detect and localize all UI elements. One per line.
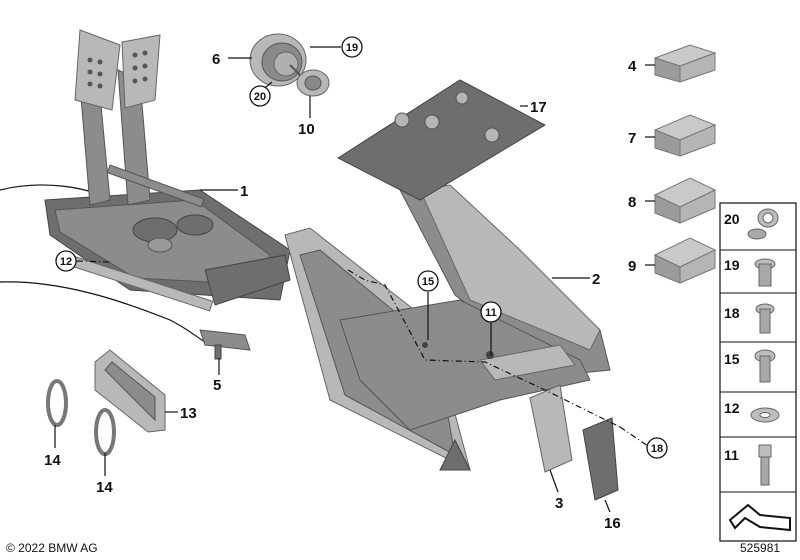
washer-icon [750, 407, 780, 423]
copyright-text: © 2022 BMW AG [6, 541, 98, 555]
callout-14b: 14 [96, 479, 113, 496]
callout-14a: 14 [44, 452, 61, 469]
callout-20: 20 [254, 91, 266, 103]
legend-20: 20 [724, 211, 740, 227]
bolt-icon [758, 444, 772, 486]
callout-18-circle [646, 437, 668, 459]
trim-strip [94, 349, 166, 433]
callout-labels: 1 2 3 4 5 6 7 8 9 10 11 12 13 14 14 15 1… [44, 36, 668, 532]
legend-19: 19 [724, 257, 740, 273]
side-cover-3 [529, 384, 573, 473]
callout-12-circle [55, 250, 77, 272]
foam-block-8 [653, 177, 717, 224]
side-cover-16 [582, 417, 619, 501]
callout-13: 13 [180, 405, 197, 422]
foam-block-7 [653, 114, 717, 157]
footwell-panel [284, 179, 611, 471]
hex-screw-icon [754, 349, 776, 383]
callout-4: 4 [628, 58, 637, 75]
clip-ring-b [94, 408, 116, 456]
leader-lines [54, 46, 655, 513]
callout-1: 1 [240, 183, 248, 200]
callout-16: 16 [604, 515, 621, 532]
motor-unit-part [289, 64, 330, 97]
callout-3: 3 [555, 495, 563, 512]
callout-11-circle [480, 301, 502, 323]
diagram-number: 525981 [740, 541, 781, 555]
callout-15-circle [417, 270, 439, 292]
legend-11: 11 [724, 447, 739, 463]
callout-12: 12 [60, 256, 72, 268]
control-switch-part [199, 329, 251, 360]
callout-20-circle [249, 85, 271, 107]
callout-11: 11 [485, 307, 497, 319]
clip-ring-a [46, 379, 68, 427]
pedal-box-assembly [0, 29, 291, 346]
callout-2: 2 [592, 271, 600, 288]
legend-18: 18 [724, 305, 740, 321]
foam-block-4 [653, 44, 717, 83]
callout-9: 9 [628, 258, 636, 275]
callout-10: 10 [298, 121, 315, 138]
flange-screw-icon [754, 258, 776, 287]
callout-17: 17 [530, 99, 547, 116]
fastener-legend: 20 19 18 15 12 11 [719, 202, 797, 542]
callout-5: 5 [213, 377, 221, 394]
callout-15: 15 [422, 276, 434, 288]
legend-12: 12 [724, 400, 740, 416]
callout-6: 6 [212, 51, 220, 68]
orientation-arrow-icon [728, 503, 791, 532]
foam-block-9 [653, 237, 717, 284]
legend-15: 15 [724, 351, 740, 367]
callout-19-circle [341, 36, 363, 58]
callout-8: 8 [628, 194, 636, 211]
speaker-ring-part [249, 33, 307, 87]
pipe-clip-icon [747, 208, 779, 240]
callout-18: 18 [651, 443, 663, 455]
screw-icon [755, 303, 775, 334]
callout-19: 19 [346, 42, 358, 54]
top-plate [336, 79, 547, 201]
callout-7: 7 [628, 130, 636, 147]
